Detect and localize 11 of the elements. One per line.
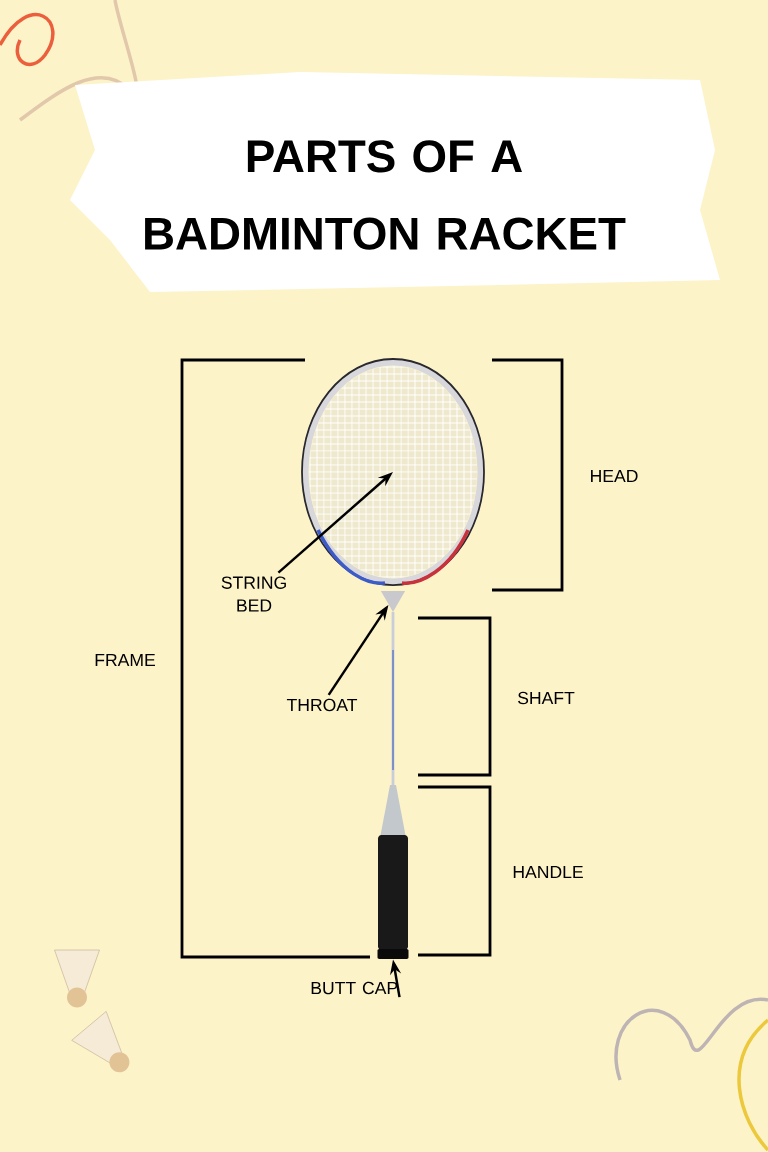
part-label: HEAD bbox=[591, 469, 638, 483]
title: PARTS OF A BADMINTON RACKET bbox=[145, 140, 626, 250]
part-label: HANDLE bbox=[513, 865, 583, 879]
butt-cap bbox=[377, 949, 409, 959]
part-label: THROAT bbox=[286, 698, 358, 712]
string-bed bbox=[309, 366, 477, 578]
part-label: SHAFT bbox=[518, 691, 575, 705]
part-label: FRAME bbox=[95, 653, 155, 667]
part-label: STRING BED bbox=[221, 576, 286, 612]
throat bbox=[380, 591, 406, 612]
part-label: BUTT CAP bbox=[311, 981, 398, 995]
